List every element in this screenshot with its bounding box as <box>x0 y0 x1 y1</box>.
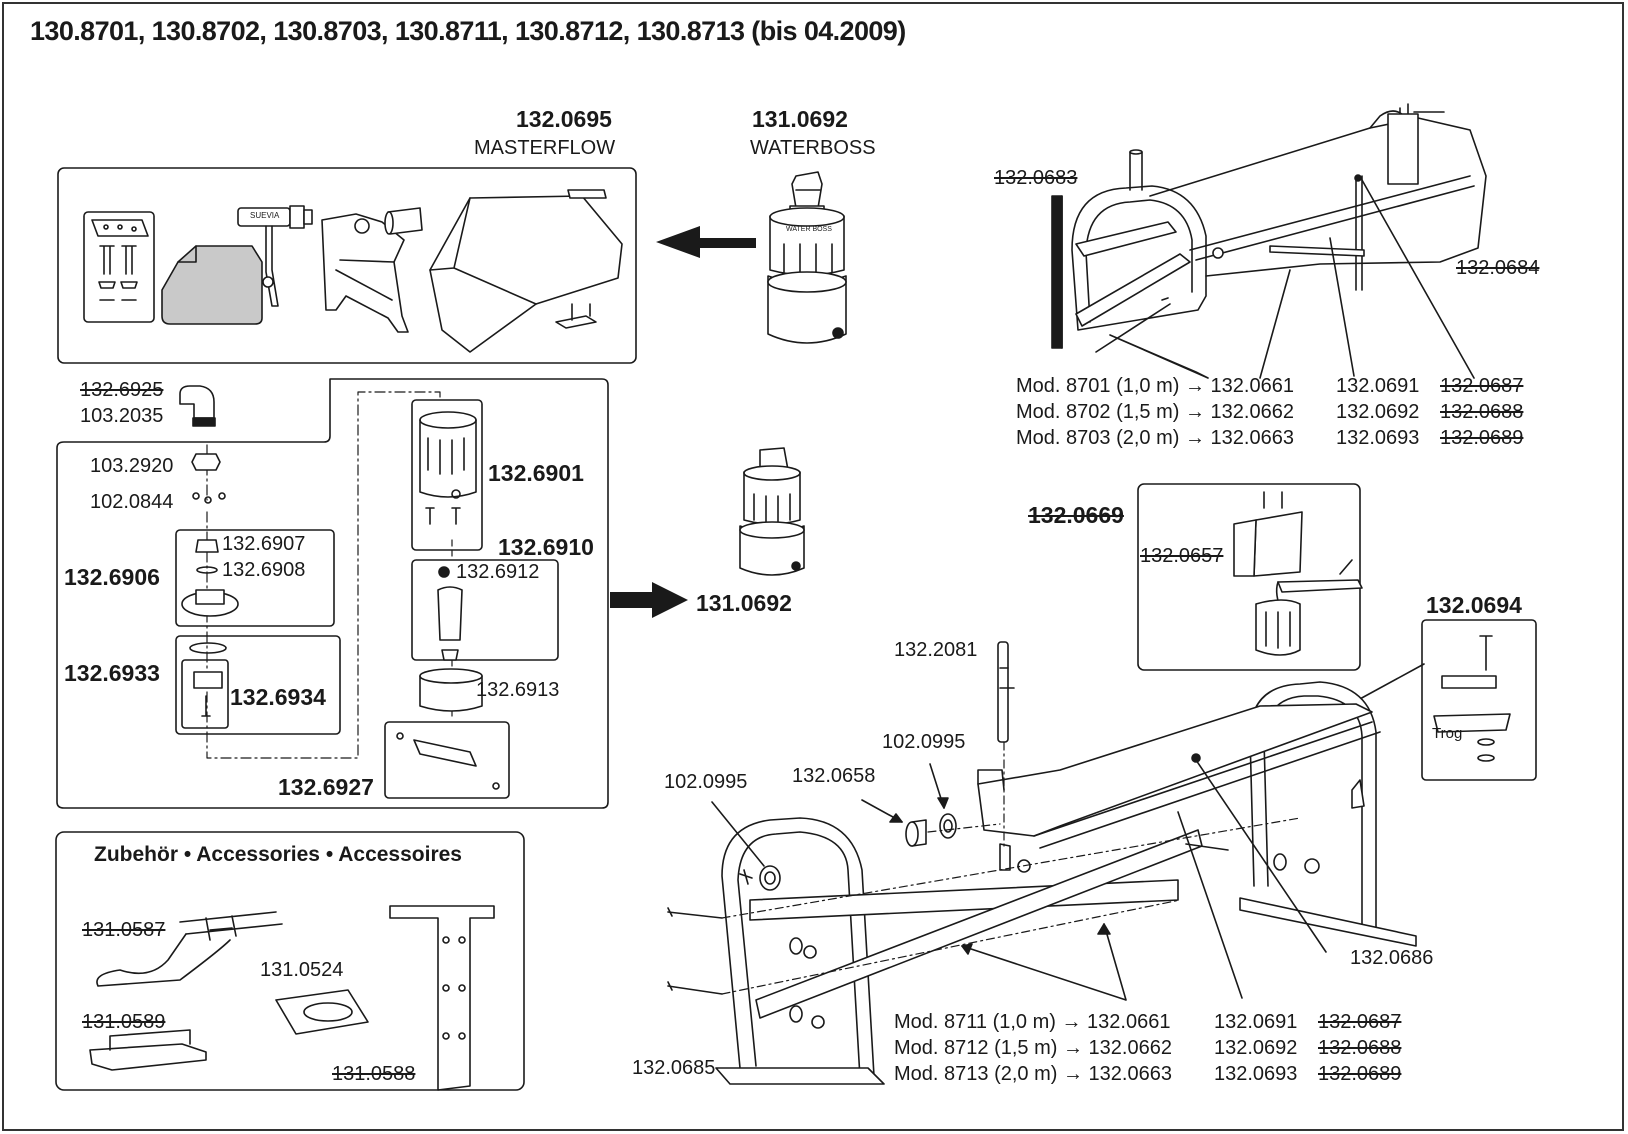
waterboss-middle <box>739 447 805 576</box>
accessories-panel <box>55 831 525 1091</box>
part-132-6908: 132.6908 <box>222 559 306 581</box>
upper-trough-assembly <box>1051 103 1487 379</box>
part-132-6907: 132.6907 <box>222 533 306 555</box>
waterboss-name: WATERBOSS <box>750 137 876 159</box>
accessory-131-0587: 131.0587 <box>82 919 166 941</box>
part-132-0684: 132.0684 <box>1456 257 1540 279</box>
part-103-2920: 103.2920 <box>90 455 174 477</box>
part-132-6901: 132.6901 <box>488 460 584 486</box>
part-132-6913: 132.6913 <box>476 679 560 701</box>
part-132-0669: 132.0669 <box>1028 502 1124 528</box>
waterboss-number: 131.0692 <box>752 106 848 132</box>
trog-label: Trog <box>1432 725 1463 742</box>
part-132-6934: 132.6934 <box>230 684 326 710</box>
accessory-131-0524: 131.0524 <box>260 959 344 981</box>
part-132-0658: 132.0658 <box>792 765 876 787</box>
part-132-2081: 132.2081 <box>894 639 978 661</box>
masterflow-number: 132.0695 <box>516 106 612 132</box>
suevia-label: SUEVIA <box>250 211 280 220</box>
part-132-0683: 132.0683 <box>994 167 1078 189</box>
accessory-131-0589: 131.0589 <box>82 1011 166 1033</box>
part-102-0844: 102.0844 <box>90 491 174 513</box>
masterflow-panel <box>57 167 637 364</box>
part-102-0995-left: 102.0995 <box>664 771 748 793</box>
exploded-panel-frame <box>56 378 609 809</box>
part-132-0694: 132.0694 <box>1426 592 1522 618</box>
part-102-0995-right: 102.0995 <box>882 731 966 753</box>
part-132-0657: 132.0657 <box>1140 545 1224 567</box>
accessory-131-0588: 131.0588 <box>332 1063 416 1085</box>
waterboss-top <box>767 171 847 344</box>
masterflow-name: MASTERFLOW <box>474 137 616 159</box>
right-arrow <box>610 582 688 618</box>
part-132-6925: 132.6925 <box>80 379 164 401</box>
part-132-6912: 132.6912 <box>456 561 540 583</box>
left-arrow <box>656 226 756 258</box>
part-132-6933: 132.6933 <box>64 660 160 686</box>
waterboss-small-label: WATER BOSS <box>786 226 832 233</box>
accessories-title: Zubehör • Accessories • Accessoires <box>94 843 462 866</box>
part-103-2035: 103.2035 <box>80 405 164 427</box>
page-title: 130.8701, 130.8702, 130.8703, 130.8711, … <box>30 16 906 46</box>
part-132-6910: 132.6910 <box>498 534 594 560</box>
lower-trough-assembly <box>667 483 1537 1085</box>
part-132-0685: 132.0685 <box>632 1057 716 1079</box>
result-131-0692: 131.0692 <box>696 590 792 616</box>
part-132-6927: 132.6927 <box>278 774 374 800</box>
part-132-6906: 132.6906 <box>64 564 160 590</box>
part-132-0686: 132.0686 <box>1350 947 1434 969</box>
